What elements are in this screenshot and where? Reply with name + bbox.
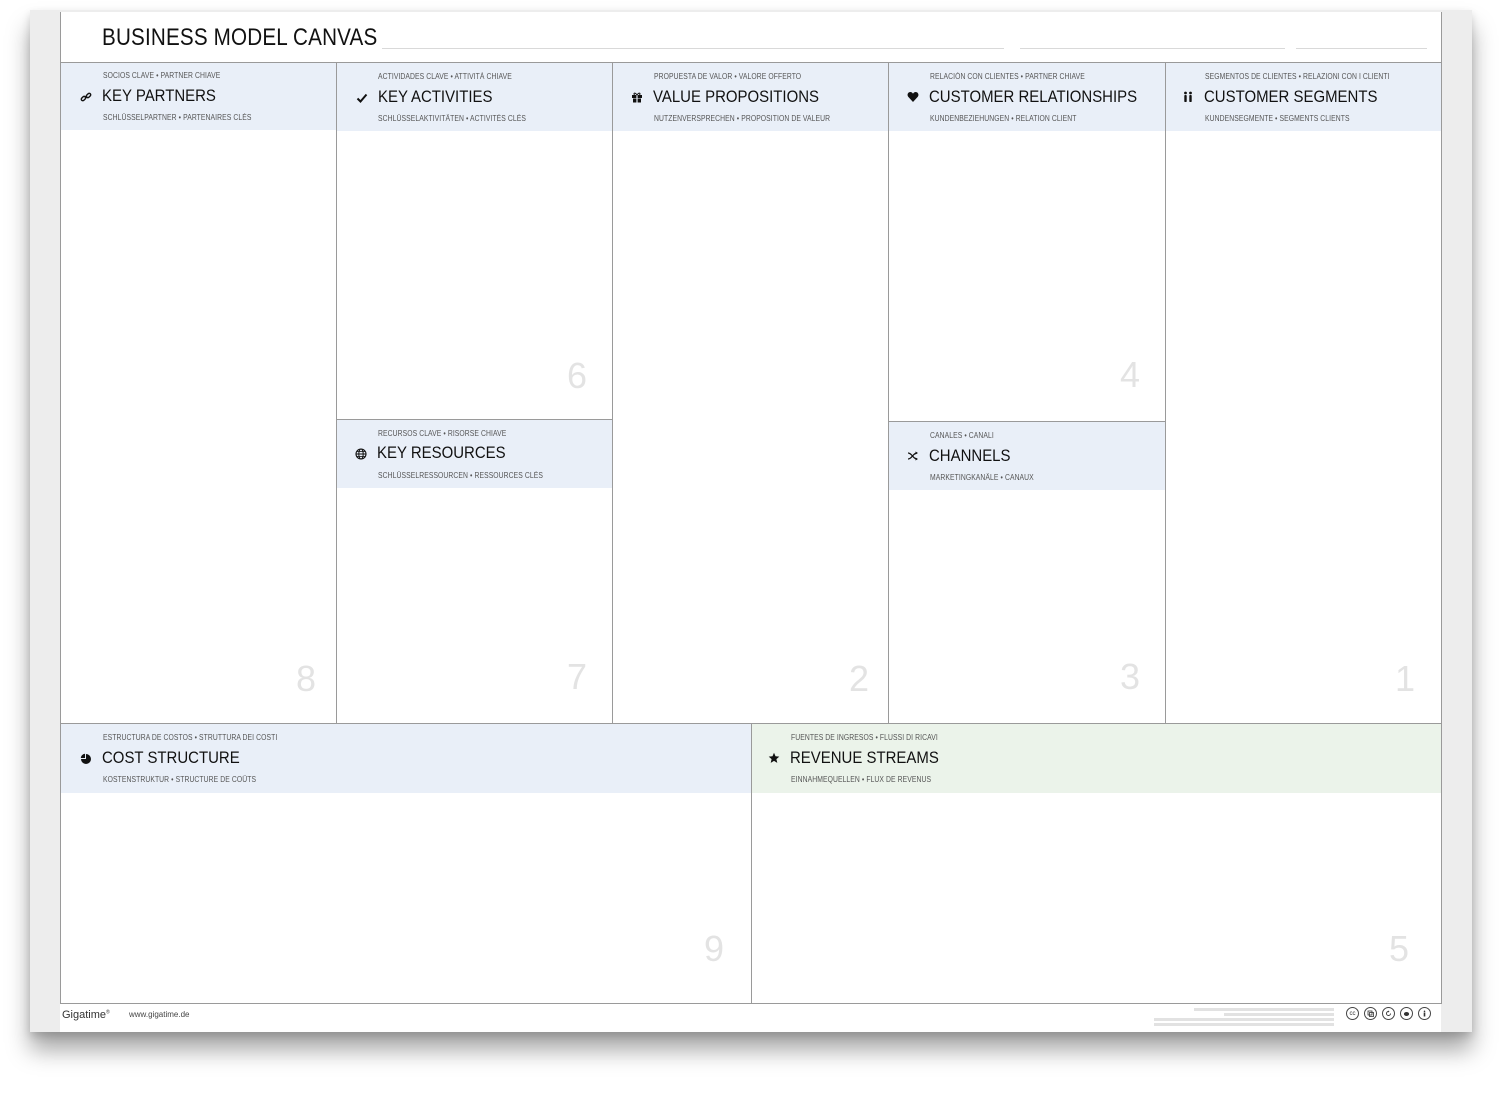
block-title: COST STRUCTURE xyxy=(102,748,240,767)
block-key-partners[interactable]: SOCIOS CLAVE • PARTNER CHIAVE KEY PARTNE… xyxy=(61,62,337,723)
subtitle-bottom: EINNAHMEQUELLEN • FLUX DE REVENUS xyxy=(791,775,932,784)
subtitle-top: RECURSOS CLAVE • RISORSE CHIAVE xyxy=(378,429,507,438)
pie-chart-icon xyxy=(79,752,93,766)
block-header: PROPUESTA DE VALOR • VALORE OFFERTO VALU… xyxy=(612,62,888,131)
block-number: 6 xyxy=(567,355,588,396)
block-number: 1 xyxy=(1395,658,1416,699)
block-header: RELACIÓN CON CLIENTES • PARTNER CHIAVE C… xyxy=(889,62,1165,131)
grid-line xyxy=(751,723,752,1003)
link-icon xyxy=(79,90,93,104)
block-header: SEGMENTOS DE CLIENTES • RELAZIONI CON I … xyxy=(1165,62,1441,131)
block-header: SOCIOS CLAVE • PARTNER CHIAVE KEY PARTNE… xyxy=(61,62,337,130)
license-icons: cc xyxy=(1346,1007,1431,1020)
block-header: RECURSOS CLAVE • RISORSE CHIAVE KEY RESO… xyxy=(337,419,612,488)
subtitle-top: CANALES • CANALI xyxy=(930,431,994,440)
title-rule xyxy=(1020,48,1285,49)
block-channels[interactable]: CANALES • CANALI CHANNELS MARKETINGKANÄL… xyxy=(889,421,1165,723)
page-title: BUSINESS MODEL CANVAS xyxy=(102,24,378,51)
subtitle-bottom: SCHLÜSSELRESSOURCEN • RESSOURCES CLÉS xyxy=(378,471,543,480)
block-number: 5 xyxy=(1389,928,1410,969)
block-title: KEY ACTIVITIES xyxy=(378,87,493,106)
check-icon xyxy=(355,91,369,105)
footer-url[interactable]: www.gigatime.de xyxy=(129,1010,190,1019)
subtitle-bottom: KUNDENBEZIEHUNGEN • RELATION CLIENT xyxy=(930,114,1077,123)
block-title: CUSTOMER RELATIONSHIPS xyxy=(929,87,1138,106)
block-title: CUSTOMER SEGMENTS xyxy=(1204,87,1378,106)
subtitle-bottom: SCHLÜSSELPARTNER • PARTENAIRES CLÉS xyxy=(103,113,252,122)
shuffle-icon xyxy=(906,449,920,463)
subtitle-bottom: KOSTENSTRUKTUR • STRUCTURE DE COÛTS xyxy=(103,775,257,784)
star-icon xyxy=(767,751,781,765)
block-title: VALUE PROPOSITIONS xyxy=(653,87,819,106)
gift-icon xyxy=(630,90,644,104)
block-header: ACTIVIDADES CLAVE • ATTIVITÀ CHIAVE KEY … xyxy=(337,62,612,131)
subtitle-bottom: KUNDENSEGMENTE • SEGMENTS CLIENTS xyxy=(1205,114,1350,123)
subtitle-bottom: MARKETINGKANÄLE • CANAUX xyxy=(930,473,1034,482)
block-title: KEY PARTNERS xyxy=(102,86,216,105)
grid-line xyxy=(337,419,612,420)
block-cost-structure[interactable]: ESTRUCTURA DE COSTOS • STRUTTURA DEI COS… xyxy=(61,723,751,1003)
grid-line xyxy=(612,62,613,723)
block-header: ESTRUCTURA DE COSTOS • STRUTTURA DEI COS… xyxy=(61,723,751,793)
title-rule xyxy=(382,48,1004,49)
grid-line xyxy=(1441,12,1442,1004)
title-rule xyxy=(1296,48,1427,49)
subtitle-top: PROPUESTA DE VALOR • VALORE OFFERTO xyxy=(654,72,802,81)
no-derivatives-icon xyxy=(1418,1007,1431,1020)
grid-line xyxy=(888,62,889,723)
subtitle-bottom: SCHLÜSSELAKTIVITÄTEN • ACTIVITÉS CLÉS xyxy=(378,114,526,123)
share-alike-icon xyxy=(1382,1007,1395,1020)
grid-line xyxy=(336,62,337,723)
license-fine-print xyxy=(1134,1007,1334,1026)
block-number: 4 xyxy=(1120,354,1141,395)
subtitle-top: SOCIOS CLAVE • PARTNER CHIAVE xyxy=(103,71,221,80)
block-number: 9 xyxy=(704,928,725,969)
grid-line xyxy=(60,1003,1442,1004)
block-number: 8 xyxy=(296,658,317,699)
block-header: CANALES • CANALI CHANNELS MARKETINGKANÄL… xyxy=(889,421,1165,490)
block-customer-relationships[interactable]: RELACIÓN CON CLIENTES • PARTNER CHIAVE C… xyxy=(889,62,1165,421)
non-commercial-icon xyxy=(1400,1007,1413,1020)
block-key-activities[interactable]: ACTIVIDADES CLAVE • ATTIVITÀ CHIAVE KEY … xyxy=(337,62,612,419)
attribution-icon xyxy=(1364,1007,1377,1020)
block-header: FUENTES DE INGRESOS • FLUSSI DI RICAVI R… xyxy=(751,723,1441,793)
globe-icon xyxy=(354,447,368,461)
subtitle-top: FUENTES DE INGRESOS • FLUSSI DI RICAVI xyxy=(791,733,938,742)
subtitle-top: SEGMENTOS DE CLIENTES • RELAZIONI CON I … xyxy=(1205,72,1390,81)
grid-line xyxy=(60,62,1442,63)
canvas-sheet xyxy=(60,12,1441,1032)
block-customer-segments[interactable]: SEGMENTOS DE CLIENTES • RELAZIONI CON I … xyxy=(1165,62,1441,723)
heart-icon xyxy=(906,90,920,104)
block-title: CHANNELS xyxy=(929,446,1011,465)
footer-brand: Gigatime® xyxy=(62,1009,110,1021)
block-revenue-streams[interactable]: FUENTES DE INGRESOS • FLUSSI DI RICAVI R… xyxy=(751,723,1441,1003)
grid-line xyxy=(60,12,61,1004)
block-title: REVENUE STREAMS xyxy=(790,748,939,767)
cc-icon: cc xyxy=(1346,1007,1359,1020)
subtitle-top: RELACIÓN CON CLIENTES • PARTNER CHIAVE xyxy=(930,72,1085,81)
subtitle-top: ESTRUCTURA DE COSTOS • STRUTTURA DEI COS… xyxy=(103,733,278,742)
block-title: KEY RESOURCES xyxy=(377,443,506,462)
people-icon xyxy=(1181,90,1195,104)
block-number: 2 xyxy=(849,658,870,699)
block-number: 3 xyxy=(1120,656,1141,697)
subtitle-bottom: NUTZENVERSPRECHEN • PROPOSITION DE VALEU… xyxy=(654,114,831,123)
subtitle-top: ACTIVIDADES CLAVE • ATTIVITÀ CHIAVE xyxy=(378,72,512,81)
block-key-resources[interactable]: RECURSOS CLAVE • RISORSE CHIAVE KEY RESO… xyxy=(337,419,612,723)
grid-line xyxy=(1165,62,1166,723)
block-number: 7 xyxy=(567,656,588,697)
grid-line xyxy=(889,421,1165,422)
block-value-propositions[interactable]: PROPUESTA DE VALOR • VALORE OFFERTO VALU… xyxy=(612,62,888,723)
